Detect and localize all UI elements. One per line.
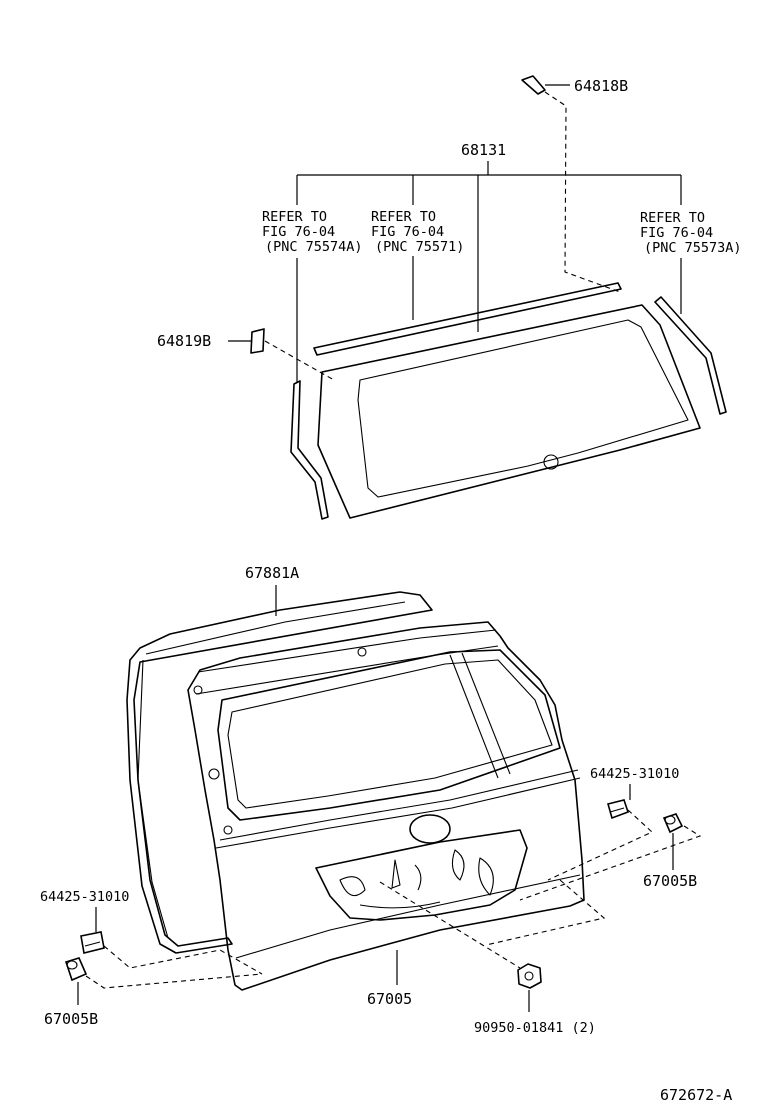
hole-3	[357, 647, 367, 657]
right-moulding	[654, 296, 727, 415]
door-lower-crease	[235, 874, 581, 959]
left-moulding	[290, 380, 329, 520]
window-sill-2	[215, 777, 581, 849]
weatherstrip-67881A	[126, 591, 433, 954]
figure-id: 672672-A	[660, 1086, 732, 1104]
refer-a-line1: REFER TO	[262, 209, 327, 225]
refer-c-line2: FIG 76-04	[640, 225, 713, 241]
refer-c-line3: (PNC 75573A)	[644, 240, 742, 256]
license-recess	[315, 829, 528, 921]
hole-4	[193, 685, 203, 695]
door-window-inner	[227, 659, 553, 809]
weatherstrip-inner-edge	[145, 601, 406, 655]
back-glass-outer	[317, 304, 701, 519]
door-window-frame	[217, 649, 561, 821]
bracket-68131	[296, 161, 682, 382]
label-90950: 90950-01841 (2)	[474, 1020, 596, 1036]
refer-b-line2: FIG 76-04	[371, 224, 444, 240]
dash-64425-right	[547, 809, 653, 881]
cutout-6	[359, 901, 441, 909]
dash-64425-left	[103, 945, 263, 975]
refer-a-line3: (PNC 75574A)	[265, 239, 363, 255]
label-64425-right: 64425-31010	[590, 766, 679, 782]
cutout-3	[451, 849, 465, 881]
part-67005B-right	[662, 813, 684, 870]
part-64425-right	[607, 799, 630, 820]
door-top-ridge	[197, 629, 497, 673]
cutout-4	[478, 857, 494, 896]
label-64425-left: 64425-31010	[40, 889, 129, 905]
cutout-5	[414, 864, 422, 891]
top-moulding	[313, 282, 622, 356]
refer-a-line2: FIG 76-04	[262, 224, 335, 240]
part-90950-01841	[379, 881, 542, 1012]
refer-b-line1: REFER TO	[371, 209, 436, 225]
label-67881A: 67881A	[245, 564, 299, 582]
label-67005B-left: 67005B	[44, 1010, 98, 1028]
dash-67005B-left	[85, 973, 263, 989]
emblem-oval	[409, 814, 451, 844]
window-pillar-2	[461, 652, 511, 775]
wiper-hole	[543, 454, 559, 470]
label-68131: 68131	[461, 141, 506, 159]
label-67005B-right: 67005B	[643, 872, 697, 890]
part-64818B	[521, 75, 621, 293]
hole-1	[208, 768, 220, 780]
part-67005B-left	[64, 957, 88, 1005]
label-64818B: 64818B	[574, 77, 628, 95]
cutout-2	[391, 859, 401, 889]
label-64819B: 64819B	[157, 332, 211, 350]
hole-2	[223, 825, 233, 835]
window-sill	[219, 769, 579, 841]
back-door-panel	[187, 621, 585, 991]
dash-67005B-right	[519, 825, 702, 901]
window-pillar-1	[449, 654, 499, 779]
back-glass-inner	[357, 319, 689, 498]
refer-b-line3: (PNC 75571)	[375, 239, 464, 255]
refer-c-line1: REFER TO	[640, 210, 705, 226]
weatherstrip-inner-left	[137, 659, 169, 939]
dash-right-lower	[485, 879, 606, 946]
door-top-ridge-2	[195, 645, 499, 695]
part-64425-left	[80, 931, 105, 954]
label-67005: 67005	[367, 990, 412, 1008]
cutout-1	[339, 876, 366, 897]
